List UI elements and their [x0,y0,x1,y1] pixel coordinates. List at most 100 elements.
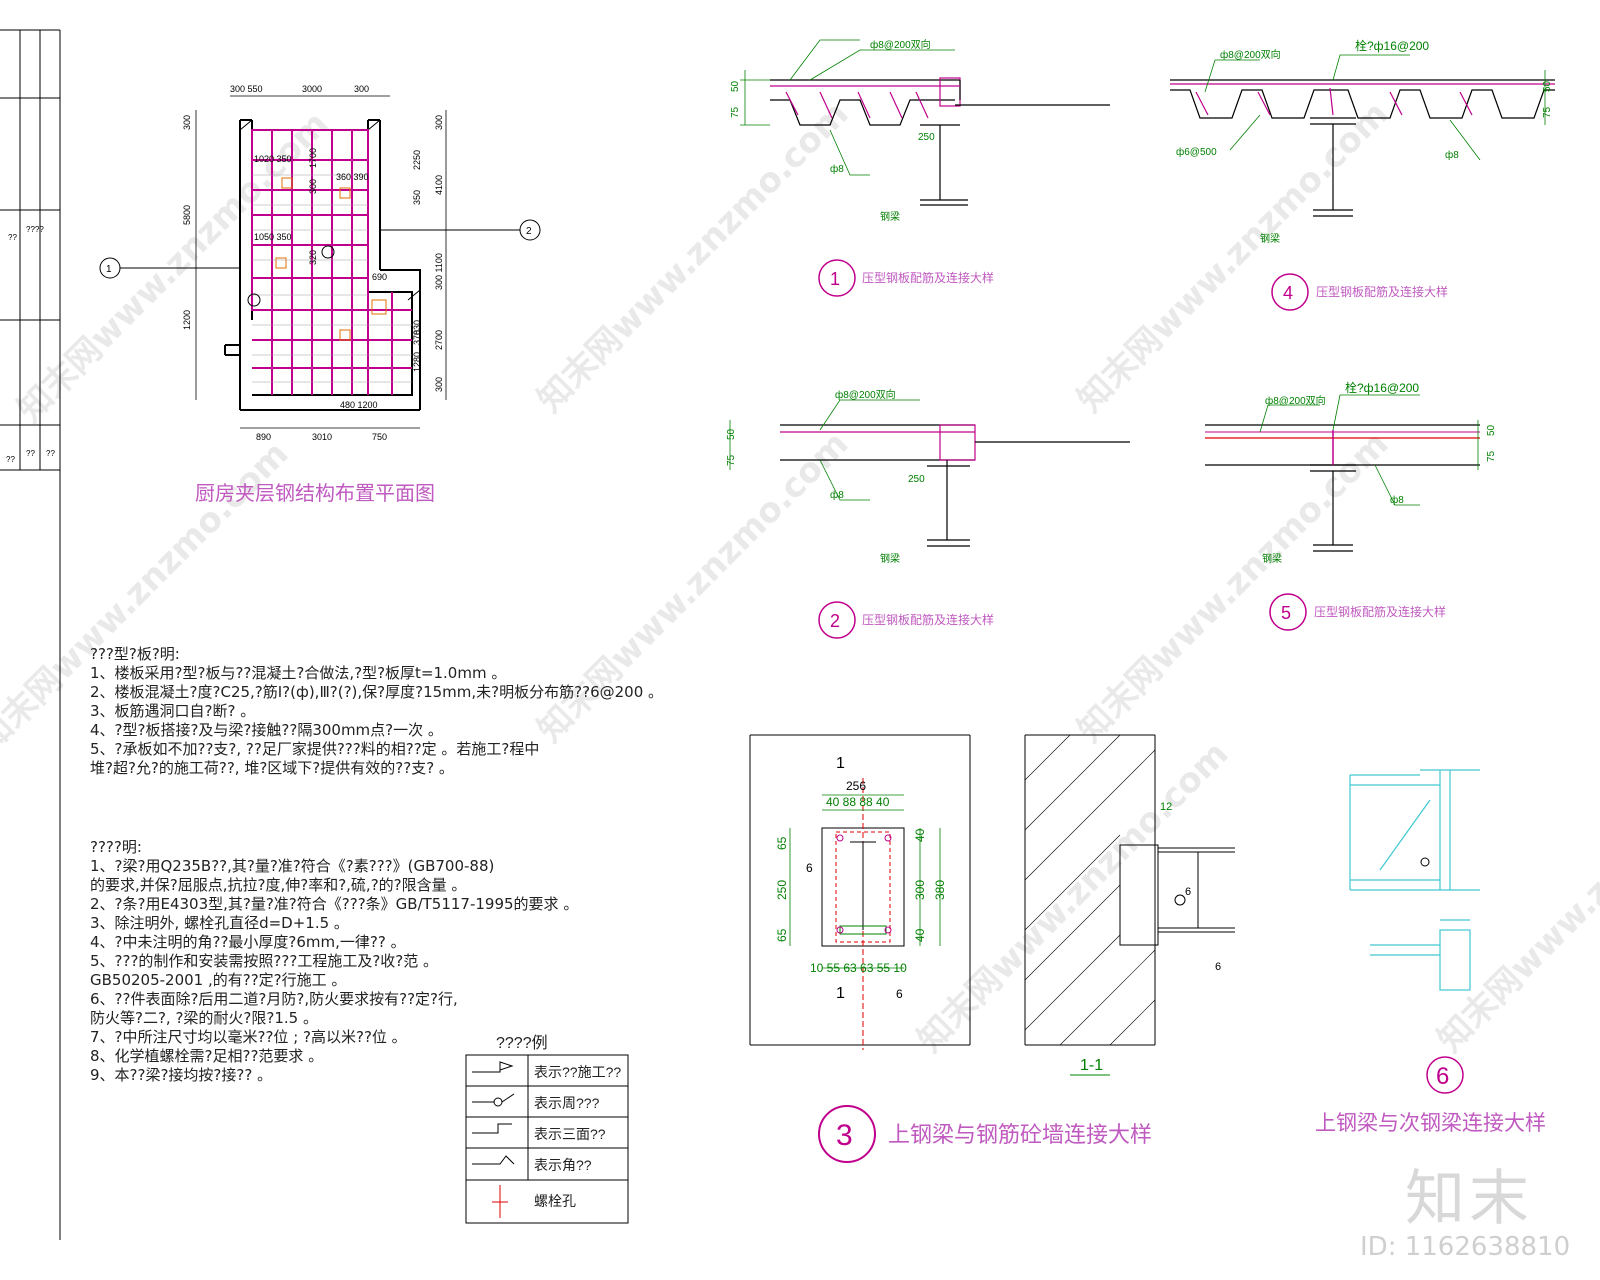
brand-id: ID: 1162638810 [1360,1232,1571,1262]
dim-label: 50 [730,80,741,92]
section-title: 1-1 [1080,1057,1103,1074]
note-line: 5、?承板如不加??支?, ??足厂家提供???料的相??定 。若施工?程中 [90,740,540,758]
dim-label: 380 [933,880,947,900]
detail-number: 1 [830,269,840,289]
plan-view: 300 550 3000 300 300 5800 1200 300 2250 … [99,84,541,505]
title-cell: ?? [46,449,55,458]
steel-notes: ????明: 1、?梁?用Q235B??,其?量?准?符合《?素???》(GB7… [90,838,578,1085]
dim-label: 2700 [434,330,444,350]
dim-label: 250 [775,880,789,900]
dim-label: 75 [730,106,741,118]
detail-1: 75 50 ф8@200双向 ф8 250 钢梁 1 压型钢板配筋及连接大样 [730,38,1110,297]
dim-label: 1050 350 [254,232,292,242]
brand-logo: 知末 [1405,1164,1533,1234]
dim-label: 50 [1542,80,1553,92]
detail-3-front: 256 40 88 88 40 65 250 65 40 300 380 40 … [749,734,971,1050]
dim-label: 12 [1160,801,1172,813]
dim-label: 300 550 [230,84,263,94]
notes-heading: ????明: [90,838,142,856]
dim-label: 3000 [302,84,322,94]
dim-label: 40 88 88 40 [826,795,890,809]
detail-title: 压型钢板配筋及连接大样 [1314,604,1446,619]
rebar-label: ф6@500 [1176,146,1217,158]
note-line: 4、?型?板搭接?及与梁?接触??隔300mm点?一次 。 [90,721,443,739]
note-line: 堆?超?允?的施工荷??, 堆?区域下?提供有效的??支? 。 [90,759,454,777]
note-line: GB50205-2001 ,的有??定?行施工 。 [90,971,347,989]
weld-label: 6 [806,861,813,875]
dim-label: 690 [372,272,387,282]
rebar-label: ф8@200双向 [835,388,896,401]
dim-label: 4100 [434,175,444,195]
dim-label: 480 1200 [340,400,378,410]
dim-label: 350 [412,190,422,205]
rebar-label: ф8 [1445,149,1459,161]
dim-label: 2250 [412,150,422,170]
dim-label: 10 55 63 63 55 10 [810,961,907,975]
weld-label: 6 [896,987,903,1001]
dim-label: 1700 [308,148,318,168]
dim-label: 300 1100 [434,253,444,290]
detail-number: 4 [1283,283,1293,303]
title-block-text: ?? ???? ?? ?? ?? [6,225,55,464]
detail-title: 压型钢板配筋及连接大样 [1316,284,1448,299]
dim-label: 300 [182,115,192,130]
dim-label: 360 390 [336,172,369,182]
note-line: 5、???的制作和安装需按照???工程施工及?收?范 。 [90,952,439,970]
detail-title: 上钢梁与次钢梁连接大样 [1315,1112,1546,1135]
rebar-label: 钢梁 [1262,552,1282,565]
plan-title: 厨房夹层钢结构布置平面图 [195,482,435,505]
rebar-label: ф8@200双向 [1265,394,1326,407]
note-line: 8、化学植螺栓需?足相??范要求 。 [90,1047,324,1065]
dim-label: 300 [434,115,444,130]
title-block [0,29,61,1240]
dim-label: 300 [434,377,444,392]
note-line: 2、楼板混凝土?度?C25,?筋Ⅰ?(ф),Ⅲ?(?),保?厚度?15mm,未?… [90,683,664,701]
detail-title: 压型钢板配筋及连接大样 [862,612,994,627]
detail-2: ф8@200双向 ф8 250 钢梁 75 50 2 压型钢板配筋及连接大样 [726,388,1130,639]
dim-label: 5800 [182,205,192,225]
detail-3-section: 12 6 6 1-1 3 上钢梁与钢筋砼墙连接大样 [818,734,1235,1163]
legend-row: 螺栓孔 [534,1193,576,1209]
axis-label: 1 [106,264,112,275]
legend-title: ????例 [496,1034,548,1052]
legend-row: 表示??施工?? [534,1064,621,1080]
rebar-label: 栓?ф16@200 [1345,380,1419,395]
detail-title: 压型钢板配筋及连接大样 [862,270,994,285]
rebar-label: ф8@200双向 [870,38,931,51]
dim-label: 75 [1486,450,1497,462]
axis-label: 2 [526,226,532,237]
weld-label: 6 [1215,961,1221,973]
dim-label: 75 [726,454,737,466]
title-cell: ?? [6,455,15,464]
title-cell: ???? [26,225,44,234]
dim-label: 890 [256,432,271,442]
legend-row: 表示三面?? [534,1126,606,1142]
legend-row: 表示角?? [534,1157,592,1173]
dim-label: 75 [1542,106,1553,118]
title-cell: ?? [26,449,35,458]
dim-label: 300 [354,84,369,94]
notes-heading: ???型?板?明: [90,645,180,663]
detail-title: 上钢梁与钢筋砼墙连接大样 [888,1122,1152,1147]
legend-table: ????例 表示??施工?? 表示周??? 表示三面?? 表示角?? 螺栓孔 [465,1034,629,1224]
dim-label: 750 [372,432,387,442]
dim-label: 1020 350 [254,154,292,164]
deck-notes: ???型?板?明: 1、楼板采用?型?板与??混凝土?合做法,?型?板厚t=1.… [90,645,663,778]
detail-6: 6 上钢梁与次钢梁连接大样 [1315,769,1546,1135]
dim-label: 65 [775,928,789,942]
dim-label: 256 [846,779,866,793]
detail-4: ф8@200双向 栓?ф16@200 ф6@500 ф8 钢梁 75 50 4 … [1170,38,1555,311]
dim-label: 1280 [412,352,422,372]
rebar-label: ф8@200双向 [1220,48,1281,61]
dim-label: 50 [726,428,737,440]
note-line: 2、?条?用E4303型,其?量?准?符合《???条》GB/T5117-1995… [90,895,579,913]
rebar-label: 栓?ф16@200 [1355,38,1429,53]
note-line: 3、板筋遇洞口自?断? 。 [90,702,256,720]
rebar-label: ф8 [1390,494,1404,506]
dim-label: 65 [775,836,789,850]
note-line: 7、?中所注尺寸均以毫米??位 ; ?高以米??位 。 [90,1028,407,1046]
dim-label: 300 [308,179,318,194]
rebar-label: ф8 [830,163,844,175]
weld-label: 6 [1185,886,1191,898]
note-line: 防火等?二?, ?梁的耐火?限?1.5 。 [90,1009,318,1027]
